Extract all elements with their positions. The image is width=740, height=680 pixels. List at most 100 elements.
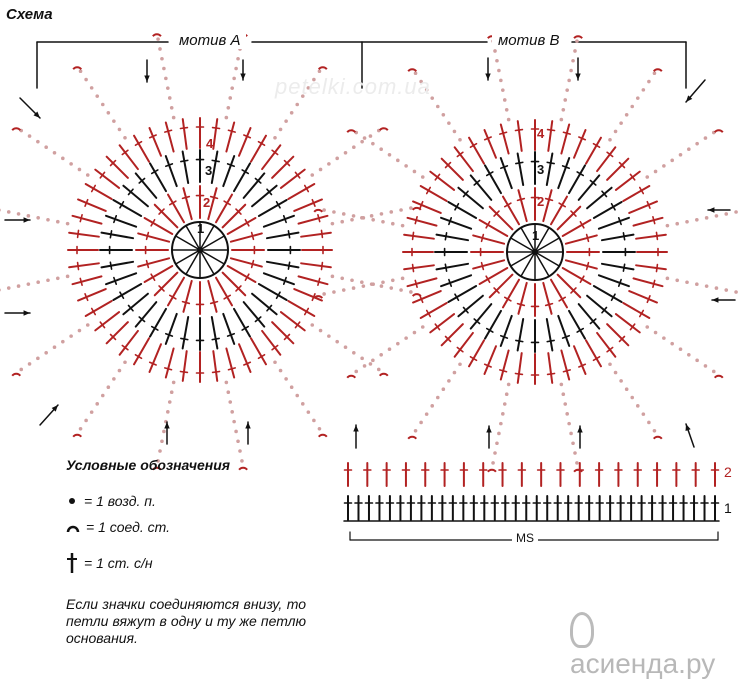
motif-a-round3-st-28-bar <box>211 159 220 163</box>
motif-a-petal-chain-10-0 <box>123 135 127 140</box>
arrow-7-head <box>245 422 251 429</box>
motif-a-petal-chain-10-8 <box>78 69 83 74</box>
motif-a-round2-st-2-bar <box>244 273 250 282</box>
motif-a-round4-st-35 <box>181 118 188 150</box>
motif-b-petal-slip-10 <box>407 68 418 72</box>
motif-b-round3-st-35-bar <box>622 232 626 241</box>
motif-b-round4-st-26 <box>406 216 438 227</box>
motif-b-round2-st-22 <box>561 219 592 237</box>
arrow-9-head <box>575 73 581 80</box>
motif-a-round3-st-22 <box>122 184 149 208</box>
motif-a-petal-chain-10-5 <box>95 94 100 98</box>
motif-b-round3-st-17 <box>435 262 470 271</box>
motif-a-round4-st-6 <box>271 321 295 345</box>
motif-b-petal-chain-0-0 <box>665 276 670 281</box>
motif-b-round-2: 2 <box>537 194 545 209</box>
motif-b-center-spoke-11 <box>534 237 560 253</box>
motif-b-round4-st-40-bar <box>592 142 601 149</box>
motif-b-petal-chain-10-6 <box>424 88 429 92</box>
motif-b-petal-chain-4-4 <box>499 421 503 426</box>
motif-b-round4-st-6-bar <box>618 335 626 343</box>
motif-a-round2-st-17 <box>182 187 193 221</box>
motif-a-petal-chain-15-4 <box>369 214 374 218</box>
motif-b-petal-chain-12-4 <box>567 78 571 83</box>
motif-a-round2-st-5-bar <box>209 300 219 305</box>
motif-a-petal-chain-2-8 <box>317 426 322 431</box>
motif-a-round4-st-46 <box>297 214 329 225</box>
motif-a-petal-chain-1-2 <box>327 334 331 338</box>
legend-item-chain: = 1 возд. п. <box>66 493 156 509</box>
motif-b-round3-st-31 <box>577 174 601 201</box>
motif-b-round2-st-3-bar <box>570 287 577 294</box>
motif-a-round4-st-2-bar <box>317 277 321 287</box>
motif-b-round4-st-5-bar <box>629 323 636 331</box>
motif-a-round4-st-31-bar <box>121 149 129 156</box>
motif-a-petal-chain-4-3 <box>166 410 170 414</box>
motif-a-petal-chain-12-0 <box>224 115 229 120</box>
motif-b-round3-st-24-bar <box>485 171 494 177</box>
motif-a-center-spoke-1 <box>199 249 225 265</box>
motif-a-round3-st-34 <box>262 214 295 228</box>
motif-b-petal-chain-4-2 <box>502 402 507 406</box>
motif-a-petal-chain-3-5 <box>234 429 238 434</box>
motif-b-round2-st-20 <box>550 195 568 226</box>
motif-a-round2-st-7-bar <box>181 300 191 305</box>
motif-a-round3-st-16 <box>105 272 138 286</box>
motif-a-round3-st-7-bar <box>226 332 236 337</box>
motif-a-petal-chain-1-5 <box>352 350 356 355</box>
dagger-icon <box>67 553 77 573</box>
motif-b-round2-st-7 <box>517 281 528 315</box>
motif-b-round3-st-2 <box>597 274 630 288</box>
motif-a-petal-chain-13-0 <box>273 135 277 140</box>
motif-a-round4-st-33-bar <box>148 134 157 139</box>
motif-a-round4-st-5 <box>279 311 306 332</box>
motif-a-petal-chain-8-4 <box>26 214 31 218</box>
motif-b-petal-chain-4-5 <box>497 431 501 436</box>
motif-b-round4-st-23 <box>403 264 435 271</box>
motif-a-petal-chain-14-3 <box>335 156 339 161</box>
motif-b-petal-chain-7-2 <box>381 280 385 285</box>
motif-a-round2-st-1 <box>229 257 263 268</box>
motif-a-round4-st-41 <box>261 144 282 171</box>
motif-a-round3-st-29-bar <box>226 163 236 168</box>
motif-b-petal-chain-0-2 <box>685 280 689 285</box>
motif-b-round3-st-6-bar <box>576 327 585 333</box>
motif-b-round4-st-15-bar <box>483 363 492 368</box>
motif-a-petal-chain-10-4 <box>100 102 105 107</box>
motif-b-round4-st-2-bar <box>652 279 656 289</box>
motif-a-round4-st-22 <box>71 275 103 286</box>
motif-b-round3-st-30-bar <box>576 171 585 177</box>
motif-a-round4-st-16-bar <box>134 353 143 360</box>
motif-b-petal-chain-6-5 <box>379 352 383 357</box>
motif-b-round4-st-40 <box>585 136 602 165</box>
motif-a-round4-st-39 <box>238 127 252 157</box>
strip-row-2-label: 2 <box>724 464 732 480</box>
motif-a-petal-chain-11-8 <box>156 37 160 41</box>
motif-a-petal-chain-15-7 <box>399 208 403 212</box>
motif-a-petal-chain-9-0 <box>85 173 90 177</box>
motif-a-petal-chain-1-6 <box>360 356 364 361</box>
motif-a-round2-st-17-bar <box>181 195 191 200</box>
motif-b-round4-st-10 <box>560 349 571 381</box>
motif-a-round4-st-1-bar <box>320 261 324 271</box>
motif-a-round4-st-44 <box>287 183 316 200</box>
motif-b-round3-st-20-bar <box>448 216 453 226</box>
motif-a-round2-st-20-bar <box>223 200 232 206</box>
motif-b-round2-st-16-bar <box>503 202 512 208</box>
motif-b-petal-slip-7 <box>313 295 324 299</box>
motif-a-round3-st-34-bar <box>282 214 287 224</box>
motif-a-petal-chain-15-2 <box>350 217 354 222</box>
motif-a-petal-chain-11-3 <box>166 86 170 90</box>
motif-b-round4-st-3-bar <box>646 295 651 304</box>
motif-a-petal-chain-1-1 <box>318 328 323 333</box>
motif-b-petal-chain-2-1 <box>613 370 618 375</box>
motif-a-petal-chain-13-3 <box>289 111 294 115</box>
motif-b-round4-st-31 <box>453 146 474 173</box>
motif-a-petal-chain-5-4 <box>100 393 105 398</box>
legend-item-dc: = 1 ст. с/н <box>66 552 153 574</box>
motif-a-round3-st-11 <box>164 312 178 345</box>
motif-a-round4-st-19-bar <box>99 321 106 329</box>
motif-a-round3-st-14 <box>122 292 149 316</box>
motif-b-petal-chain-14-2 <box>662 164 666 168</box>
motif-a-petal-chain-7-4 <box>26 282 31 286</box>
